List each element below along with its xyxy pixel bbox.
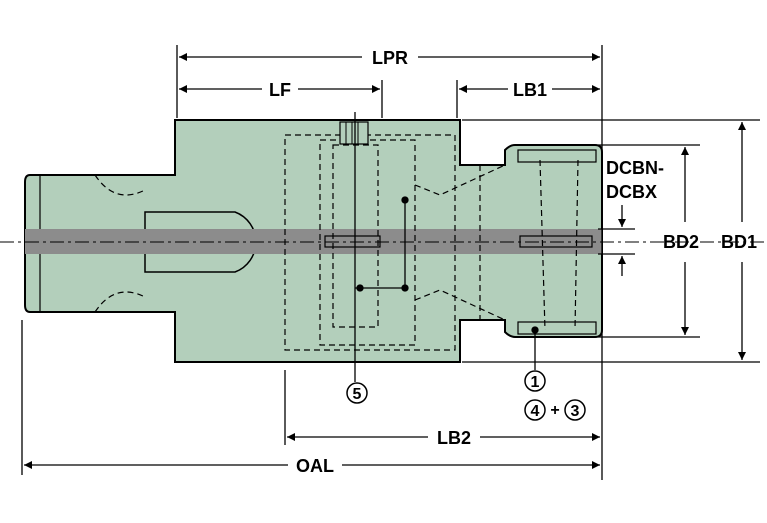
callout-1-text: 1 <box>531 374 540 391</box>
callout-4-text: 4 <box>531 403 540 420</box>
label-dcbx: DCBX <box>606 182 657 202</box>
callout-3: 3 <box>564 399 586 421</box>
label-lpr: LPR <box>372 48 408 68</box>
callout-leaders <box>354 112 539 382</box>
callout-plus: + <box>550 402 559 419</box>
label-bd2: BD2 <box>663 232 699 252</box>
set-screw <box>339 121 369 145</box>
shank-flat-top <box>94 174 146 196</box>
label-oal: OAL <box>296 456 334 476</box>
callout-3-text: 3 <box>571 403 580 420</box>
label-lb2: LB2 <box>437 428 471 448</box>
label-bd1: BD1 <box>721 232 757 252</box>
callout-5: 5 <box>346 382 368 404</box>
label-lb1: LB1 <box>513 80 547 100</box>
callout-5-text: 5 <box>353 386 362 403</box>
collet-slot <box>519 235 593 248</box>
label-dcbn: DCBN- <box>606 158 664 178</box>
nut-rim-bottom <box>517 321 597 335</box>
dimension-lines <box>21 45 760 480</box>
label-lf: LF <box>269 80 291 100</box>
stop-screw <box>324 235 381 248</box>
callout-1: 1 <box>524 370 546 392</box>
shank-flat-bottom <box>94 291 146 313</box>
callout-4: 4 <box>524 399 546 421</box>
nut-rim-top <box>517 149 597 163</box>
